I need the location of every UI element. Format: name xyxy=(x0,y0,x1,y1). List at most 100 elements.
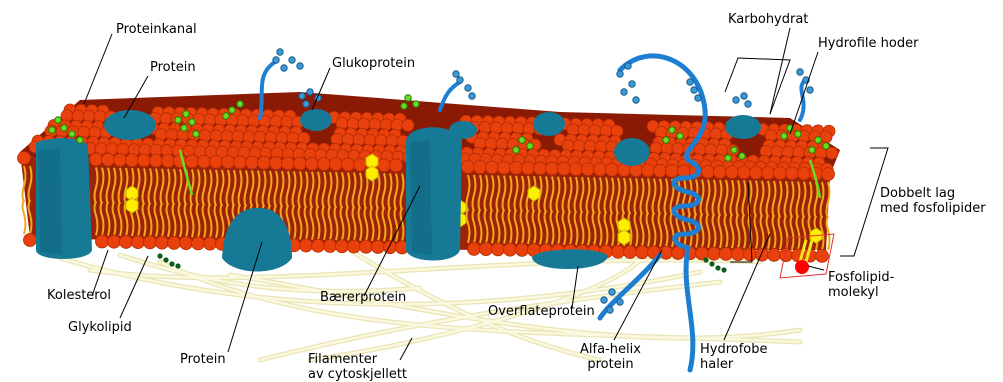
sugar-bead xyxy=(745,101,751,107)
phospholipid-head xyxy=(282,157,295,170)
glycolipid-sugar-bead xyxy=(781,133,787,139)
sugar-bead xyxy=(629,81,635,87)
sugar-bead xyxy=(299,93,305,99)
sugar-bead xyxy=(453,71,459,77)
phospholipid-head xyxy=(360,240,373,253)
phospholipid-head xyxy=(96,235,109,248)
phospholipid-head xyxy=(768,248,781,261)
label-hydrofobe-haler: Hydrofobe haler xyxy=(700,342,768,372)
glycolipid-sugar-bead xyxy=(175,117,181,123)
glycolipid-sugar-bead xyxy=(739,153,745,159)
phospholipid-head xyxy=(762,166,775,179)
phospholipid-head xyxy=(126,154,139,167)
label-filamenter-line1: Filamenter xyxy=(308,352,407,367)
phospholipid-head xyxy=(204,237,217,250)
phospholipid-head xyxy=(270,157,283,170)
phospholipid-head xyxy=(336,240,349,253)
label-hydrofobe-line2: haler xyxy=(700,357,768,372)
glycolipid-sugar-bead xyxy=(413,101,419,107)
phospholipid-head xyxy=(342,158,355,171)
phospholipid-head xyxy=(312,239,325,252)
label-proteinkanal: Proteinkanal xyxy=(116,22,197,37)
phospholipid-head xyxy=(486,161,499,174)
phospholipid-head xyxy=(624,246,637,259)
phospholipid-head xyxy=(510,161,523,174)
phospholipid-head xyxy=(246,156,259,169)
glycolipid-sugar-bead xyxy=(49,127,55,133)
phospholipid-head xyxy=(534,162,547,175)
phospholipid-head xyxy=(732,248,745,261)
phospholipid-head xyxy=(162,154,175,167)
glycolipid-sugar-bead xyxy=(223,113,229,119)
phospholipid-head xyxy=(138,154,151,167)
sugar-bead xyxy=(465,85,471,91)
phospholipid-head xyxy=(606,163,619,176)
phospholipid-head xyxy=(258,156,271,169)
glycoprotein-base xyxy=(300,109,332,131)
phospholipid-head xyxy=(294,157,307,170)
phospholipid-head xyxy=(750,166,763,179)
sugar-bead xyxy=(307,89,313,95)
phospholipid-head xyxy=(492,243,505,256)
label-filamenter: Filamenter av cytoskjellett xyxy=(308,352,407,382)
phospholipid-head xyxy=(90,153,103,166)
label-alfa-helix: Alfa-helix protein xyxy=(580,342,641,372)
glycolipid-sugar-bead xyxy=(69,131,75,137)
sugar-bead xyxy=(289,57,295,63)
sugar-bead xyxy=(691,87,697,93)
phospholipid-head xyxy=(516,243,529,256)
label-hydrofobe-line1: Hydrofobe xyxy=(700,342,768,357)
sugar-bead xyxy=(607,307,613,313)
sugar-bead xyxy=(687,79,693,85)
sugar-bead xyxy=(297,63,303,69)
phospholipid-head xyxy=(738,166,751,179)
phospholipid-head xyxy=(210,155,223,168)
carrier-protein xyxy=(406,127,462,260)
sugar-bead xyxy=(625,63,631,69)
lipid-tail xyxy=(23,200,26,234)
phospholipid-head xyxy=(222,156,235,169)
sugar-bead xyxy=(281,65,287,71)
phospholipid-head xyxy=(114,153,127,166)
phospholipid-head xyxy=(372,240,385,253)
glycolipid-sugar-bead xyxy=(183,111,189,117)
glycolipid-sugar-bead-dark xyxy=(157,253,162,258)
glycolipid-sugar-bead xyxy=(731,147,737,153)
phospholipid-head xyxy=(144,236,157,249)
label-overflateprotein: Overflateprotein xyxy=(488,304,595,319)
phospholipid-head xyxy=(708,247,721,260)
protein-top-mid xyxy=(614,138,650,166)
glycolipid-sugar-bead xyxy=(669,127,675,133)
phospholipid-head xyxy=(726,166,739,179)
label-baererprotein: Bærerprotein xyxy=(320,290,406,305)
phospholipid-head xyxy=(324,240,337,253)
sugar-bead xyxy=(303,101,309,107)
label-karbohydrat: Karbohydrat xyxy=(728,12,808,27)
phospholipid-head xyxy=(390,159,403,172)
phospholipid-head xyxy=(468,242,481,255)
lipid-tail xyxy=(827,216,830,250)
phospholipid-head xyxy=(720,247,733,260)
protein-channel xyxy=(36,138,92,259)
phospholipid-head xyxy=(480,243,493,256)
surface-protein xyxy=(532,249,608,269)
glycolipid-sugar-bead xyxy=(405,95,411,101)
phospholipid-head xyxy=(522,162,535,175)
phospholipid-head xyxy=(582,163,595,176)
protein-top-right xyxy=(533,112,565,136)
glycolipid-sugar-bead xyxy=(519,137,525,143)
phospholipid-head xyxy=(24,234,37,247)
phospholipid-head xyxy=(192,237,205,250)
glycolipid-sugar-bead xyxy=(189,119,195,125)
label-dobbelt-lag: Dobbelt lag med fosfolipider xyxy=(880,186,986,216)
phospholipid-head xyxy=(612,245,625,258)
phospholipid-head xyxy=(660,246,673,259)
glycolipid-sugar-bead xyxy=(527,143,533,149)
sugar-bead xyxy=(797,69,803,75)
sugar-bead xyxy=(695,95,701,101)
sugar-bead xyxy=(469,93,475,99)
glycolipid-sugar-bead xyxy=(61,125,67,131)
phospholipid-head xyxy=(756,248,769,261)
sugar-bead xyxy=(457,77,463,83)
